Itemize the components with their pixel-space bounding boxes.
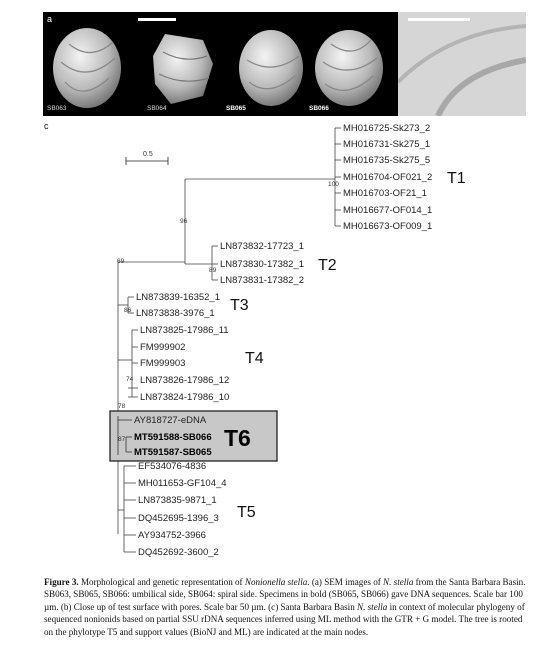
specimen-label: SB063 [47,105,67,112]
clade-label-t1: T1 [447,170,466,187]
clade-label-t4: T4 [245,350,264,367]
tree-leaf: DQ452692-3600_2 [138,547,219,558]
tree-leaf: LN873838-3976_1 [136,308,215,319]
specimen-sb064-image [153,34,213,104]
tree-leaf: LN873824-17986_10 [140,392,229,403]
specimen-label: SB065 [226,105,246,112]
tree-leaf: MH016673-OF009_1 [343,221,432,232]
panel-c-letter: c [44,121,49,131]
surface-closeup-panel: b [398,12,526,116]
tree-leaf: MH011653-GF104_4 [138,478,227,489]
support-value: 87 [118,436,126,443]
sem-specimen-images [53,18,383,108]
clade-label-t3: T3 [230,297,249,314]
support-value: 100 [328,181,339,188]
caption-text: . (a) SEM images of [307,577,384,587]
caption-text: in context of molecular phylogeny of seq… [44,601,525,637]
panel-a-letter: a [47,14,53,24]
caption-species: Nonionella stella [244,577,308,587]
tree-leaf: MH016677-OF014_1 [343,205,432,216]
tree-leaf: LN873826-17986_12 [140,375,229,386]
tree-leaf: AY934752-3966 [138,530,206,541]
tree-leaf: MH016735-Sk275_5 [343,155,430,166]
tree-leaf: MH016704-OF021_2 [343,172,432,183]
tree-leaf: MH016731-Sk275_1 [343,139,430,150]
phylogenetic-tree: 0.5 [109,123,466,558]
scale-bar-b [408,18,470,21]
caption-species: N. stella [383,577,414,587]
specimen-sb063-image [53,28,121,108]
tree-leaf: LN873832-17723_1 [220,241,304,252]
surface-texture-image [398,12,526,116]
support-value: 96 [180,218,188,225]
support-value: 74 [126,376,134,383]
tree-leaf: FM999903 [140,358,185,369]
tree-leaf: LN873835-9871_1 [138,495,217,506]
tree-scale-bar [125,157,169,165]
tree-leaf: FM999902 [140,342,185,353]
support-value: 86 [124,307,132,314]
tree-leaf: LN873831-17382_2 [220,275,304,286]
tree-branches [117,127,341,553]
scale-bar-a [138,18,176,21]
tree-leaf: LN873825-17986_11 [140,325,229,336]
specimen-label: SB066 [309,105,329,112]
t6-branches [117,416,132,455]
sem-images-panel: a SB063 SB064 [43,12,400,116]
clade-label-t6: T6 [224,425,251,451]
specimen-label: SB064 [147,105,167,112]
specimen-sb066-image [315,30,383,106]
tree-leaf: LN873839-16352_1 [136,292,220,303]
tree-leaf: MT591588-SB066 [134,432,212,443]
tree-leaf: AY818727-eDNA [134,415,207,426]
tree-leaf: MT591587-SB065 [134,447,212,458]
specimen-sb065-image [239,30,303,106]
clade-label-t5: T5 [237,504,256,521]
t6-highlight-box [109,410,278,462]
tree-leaf: MH016725-Sk273_2 [343,123,430,134]
scale-bar-label: 0.5 [143,151,153,158]
caption-species: N. stella [357,601,388,612]
figure-caption: Figure 3. Morphological and genetic repr… [44,576,530,638]
caption-title: Figure 3. [44,577,79,587]
tree-leaf: LN873830-17382_1 [220,259,304,270]
support-value: 78 [118,403,126,410]
tree-leaf: MH016703-OF21_1 [343,188,427,199]
caption-text: from the Santa Barbara Basin. SB063, SB0… [44,577,526,612]
caption-text: Morphological and genetic representation… [78,577,245,587]
tree-leaf: EF534076-4836 [138,461,206,472]
support-value: 89 [209,267,217,274]
support-value: 69 [117,258,125,265]
tree-leaf: DQ452695-1396_3 [138,513,219,524]
clade-label-t2: T2 [318,257,337,274]
